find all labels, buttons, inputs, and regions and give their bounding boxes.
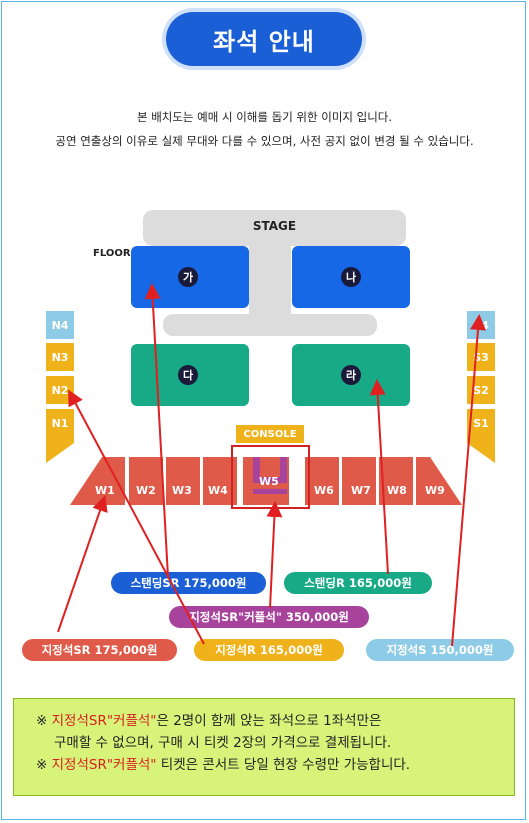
section-w9[interactable]: W9 [425,484,445,497]
section-w7[interactable]: W7 [351,484,371,497]
price-reserved-r: 지정석R 165,000원 [194,639,344,661]
price-reserved-sr: 지정석SR 175,000원 [22,639,177,661]
price-standing-r: 스탠딩R 165,000원 [284,572,432,594]
section-w6[interactable]: W6 [314,484,334,497]
notice-line-2: 공연 연출상의 이유로 실제 무대와 다를 수 있으며, 사전 공지 없이 변경… [55,134,474,148]
page-title: 좌석 안내 [166,12,362,66]
note-line-3: ※ 지정석SR"커플석" 티켓은 콘서트 당일 현장 수령만 가능합니다. [36,757,411,773]
block-badge-da: 다 [178,365,198,385]
couple-seat-icon [253,457,287,494]
block-badge-ga: 가 [178,267,198,287]
section-w8[interactable]: W8 [387,484,407,497]
price-couple-sr: 지정석SR"커플석" 350,000원 [169,606,369,628]
price-reserved-s: 지정석S 150,000원 [366,639,514,661]
ticket-notes: ※ 지정석SR"커플석"은 2명이 함께 앉는 좌석으로 1좌석만은 구매할 수… [13,698,515,796]
block-badge-na: 나 [341,267,361,287]
floor-label: FLOOR [93,248,131,259]
section-s-tail [467,437,495,463]
section-w2[interactable]: W2 [136,484,156,497]
section-w4[interactable]: W4 [208,484,228,497]
section-n1[interactable]: N1 [46,409,74,437]
stage-area [143,210,406,246]
stage-label: STAGE [252,219,297,233]
section-s3[interactable]: S3 [467,343,495,371]
section-n3[interactable]: N3 [46,343,74,371]
block-badge-ra: 라 [341,365,361,385]
section-w5[interactable]: W5 [259,475,279,488]
note-line-2: 구매할 수 없으며, 구매 시 티켓 2장의 가격으로 결제됩니다. [54,735,392,751]
section-s2[interactable]: S2 [467,376,495,404]
console-label: CONSOLE [236,425,304,443]
stage-runway [249,244,291,324]
floor-block-na[interactable]: 나 [292,246,410,308]
note-line-1: ※ 지정석SR"커플석"은 2명이 함께 앉는 좌석으로 1좌석만은 [36,713,382,729]
floor-block-ra[interactable]: 라 [292,344,410,406]
price-standing-sr: 스탠딩SR 175,000원 [111,572,266,594]
floor-block-da[interactable]: 다 [131,344,249,406]
section-n4[interactable]: N4 [46,311,74,339]
stage-runway-end [163,314,377,336]
section-w1[interactable]: W1 [95,484,115,497]
notice-line-1: 본 배치도는 예매 시 이해를 돕기 위한 이미지 입니다. [136,110,393,124]
section-n-tail [46,437,74,463]
section-w3[interactable]: W3 [172,484,192,497]
